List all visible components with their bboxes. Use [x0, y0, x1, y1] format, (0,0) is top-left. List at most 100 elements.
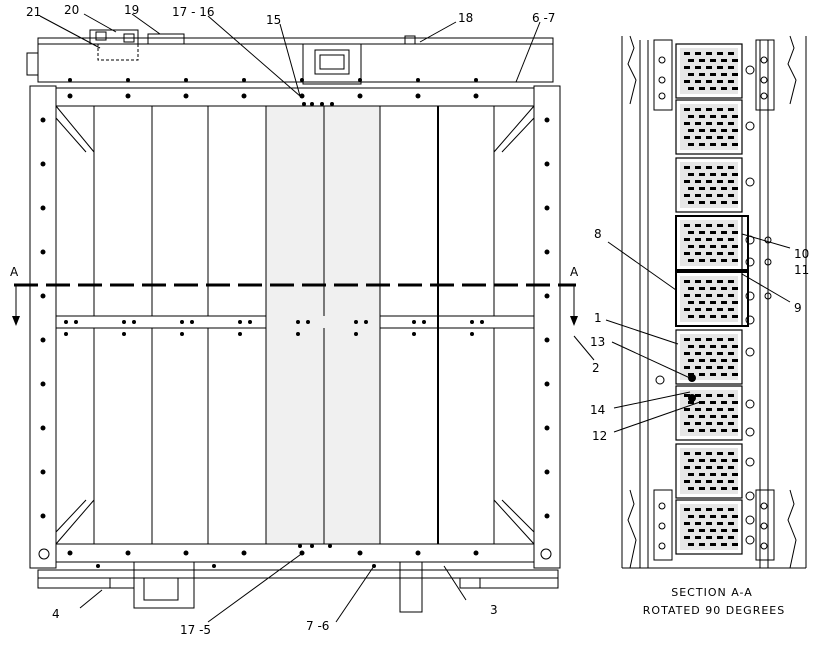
bottom-bracket	[133, 561, 195, 609]
section-bolt	[745, 491, 755, 501]
bolt	[544, 513, 550, 519]
bolt	[480, 320, 484, 324]
bolt	[544, 161, 550, 167]
bolt	[132, 320, 136, 324]
callout-a-left: A	[10, 265, 19, 279]
bolt	[238, 332, 242, 336]
section-bolt	[760, 92, 768, 100]
section-bolt	[655, 375, 665, 385]
bolt	[412, 320, 416, 324]
callout-21: 21	[26, 5, 41, 19]
bolt	[96, 564, 100, 568]
bolt	[320, 102, 324, 106]
filler-neck	[26, 52, 39, 76]
section-bolt	[764, 236, 772, 244]
bolt	[306, 320, 310, 324]
bolt	[40, 469, 46, 475]
section-bolt	[745, 315, 755, 325]
bolt	[473, 93, 479, 99]
bolt	[40, 337, 46, 343]
top-tank	[37, 37, 554, 83]
section-view	[621, 35, 807, 569]
section-bolt	[658, 542, 666, 550]
bolt	[415, 550, 421, 556]
bolt	[470, 320, 474, 324]
bolt	[241, 93, 247, 99]
bolt	[354, 332, 358, 336]
section-bolt	[745, 291, 755, 301]
core-dividers	[93, 106, 495, 544]
callout-3: 3	[490, 603, 498, 617]
bolt	[299, 93, 305, 99]
section-bolt	[760, 76, 768, 84]
bolt	[180, 320, 184, 324]
callout-19: 19	[124, 3, 139, 17]
bolt	[122, 332, 126, 336]
bolt	[544, 337, 550, 343]
bolt	[64, 320, 68, 324]
bolt	[40, 205, 46, 211]
core-module	[265, 105, 381, 545]
callout-8: 8	[594, 227, 602, 241]
bolt	[415, 93, 421, 99]
bolt	[416, 78, 420, 82]
bolt	[64, 332, 68, 336]
callout-20: 20	[64, 3, 79, 17]
bolt	[544, 381, 550, 387]
callout-18: 18	[458, 11, 473, 25]
vent-fitting	[147, 33, 185, 45]
bolt	[40, 293, 46, 299]
bolt	[296, 320, 300, 324]
bolt	[241, 550, 247, 556]
core-module-section	[675, 329, 743, 385]
section-bolt	[658, 522, 666, 530]
bolt	[357, 550, 363, 556]
section-bolt	[745, 177, 755, 187]
bolt	[328, 544, 332, 548]
section-bolt	[760, 522, 768, 530]
bolt	[183, 93, 189, 99]
callout-17-5: 17 -5	[180, 623, 211, 637]
bolt	[122, 320, 126, 324]
bolt	[67, 93, 73, 99]
core-module-section	[675, 99, 743, 155]
core-module-section	[675, 499, 743, 555]
core-module-section	[675, 43, 743, 99]
left-side-rail	[29, 85, 57, 569]
bolt	[364, 320, 368, 324]
callout-7-6: 7 -6	[306, 619, 329, 633]
core-module-section	[675, 215, 743, 271]
callout-15: 15	[266, 13, 281, 27]
bolt	[40, 513, 46, 519]
bolt	[473, 550, 479, 556]
bolt	[358, 78, 362, 82]
front-view	[12, 29, 578, 613]
drain-bracket	[399, 561, 423, 613]
section-bolt	[764, 258, 772, 266]
section-bolt	[745, 347, 755, 357]
callout-13: 13	[590, 335, 605, 349]
bolt	[40, 249, 46, 255]
right-side-rail	[533, 85, 561, 569]
hidden-fitting	[97, 43, 139, 61]
callout-6-7: 6 -7	[532, 11, 555, 25]
bolt	[544, 205, 550, 211]
section-bolt	[745, 399, 755, 409]
section-bolt	[658, 92, 666, 100]
bolt	[184, 78, 188, 82]
bolt	[310, 102, 314, 106]
callout-11: 11	[794, 263, 809, 277]
callout-9: 9	[794, 301, 802, 315]
bolt	[126, 78, 130, 82]
bolt	[310, 544, 314, 548]
section-subtitle: ROTATED 90 DEGREES	[643, 604, 785, 617]
bottom-left-bracket	[653, 489, 673, 561]
section-bolts	[655, 56, 772, 550]
core-module-section	[675, 385, 743, 441]
bolt	[300, 78, 304, 82]
bolt	[474, 78, 478, 82]
callout-14: 14	[590, 403, 605, 417]
bolt	[212, 564, 216, 568]
